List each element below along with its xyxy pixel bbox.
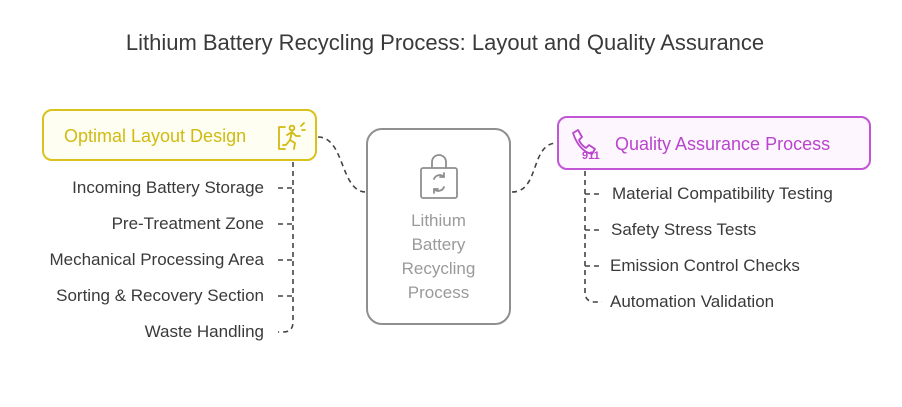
- optimal-layout-design-label: Optimal Layout Design: [64, 126, 247, 146]
- center-line-4: Process: [407, 283, 470, 302]
- right-items-spine: [584, 171, 602, 303]
- center-line-1: Lithium: [411, 211, 466, 230]
- left-item-mechanical-processing-area: Mechanical Processing Area: [49, 250, 264, 269]
- connector-left-to-center: [317, 136, 367, 193]
- center-line-3: Recycling: [401, 259, 476, 278]
- connector-center-to-right: [511, 142, 558, 193]
- icon-911-text: 911: [582, 150, 600, 161]
- center-process-label: Lithium Battery Recycling Process: [368, 209, 509, 305]
- right-item-emission-control-checks: Emission Control Checks: [610, 256, 800, 275]
- recycle-bag-icon: [419, 152, 459, 205]
- right-item-automation-validation: Automation Validation: [610, 292, 775, 311]
- left-item-pre-treatment-zone: Pre-Treatment Zone: [111, 214, 264, 233]
- emergency-phone-911-icon: 911: [569, 127, 607, 166]
- diagram-title: Lithium Battery Recycling Process: Layou…: [125, 30, 765, 55]
- left-item-sorting-recovery-section: Sorting & Recovery Section: [56, 286, 264, 305]
- right-item-safety-stress-tests: Safety Stress Tests: [611, 220, 757, 239]
- center-line-2: Battery: [411, 235, 466, 254]
- right-item-material-compatibility-testing: Material Compatibility Testing: [612, 184, 833, 203]
- quality-assurance-process-box: 911 Quality Assurance Process: [557, 116, 871, 170]
- left-item-incoming-battery-storage: Incoming Battery Storage: [72, 178, 264, 197]
- left-item-waste-handling: Waste Handling: [144, 322, 264, 341]
- quality-assurance-process-label: Quality Assurance Process: [615, 134, 831, 154]
- center-process-box: Lithium Battery Recycling Process: [366, 128, 511, 325]
- person-running-exit-icon: [275, 121, 307, 158]
- optimal-layout-design-box: Optimal Layout Design: [42, 109, 317, 161]
